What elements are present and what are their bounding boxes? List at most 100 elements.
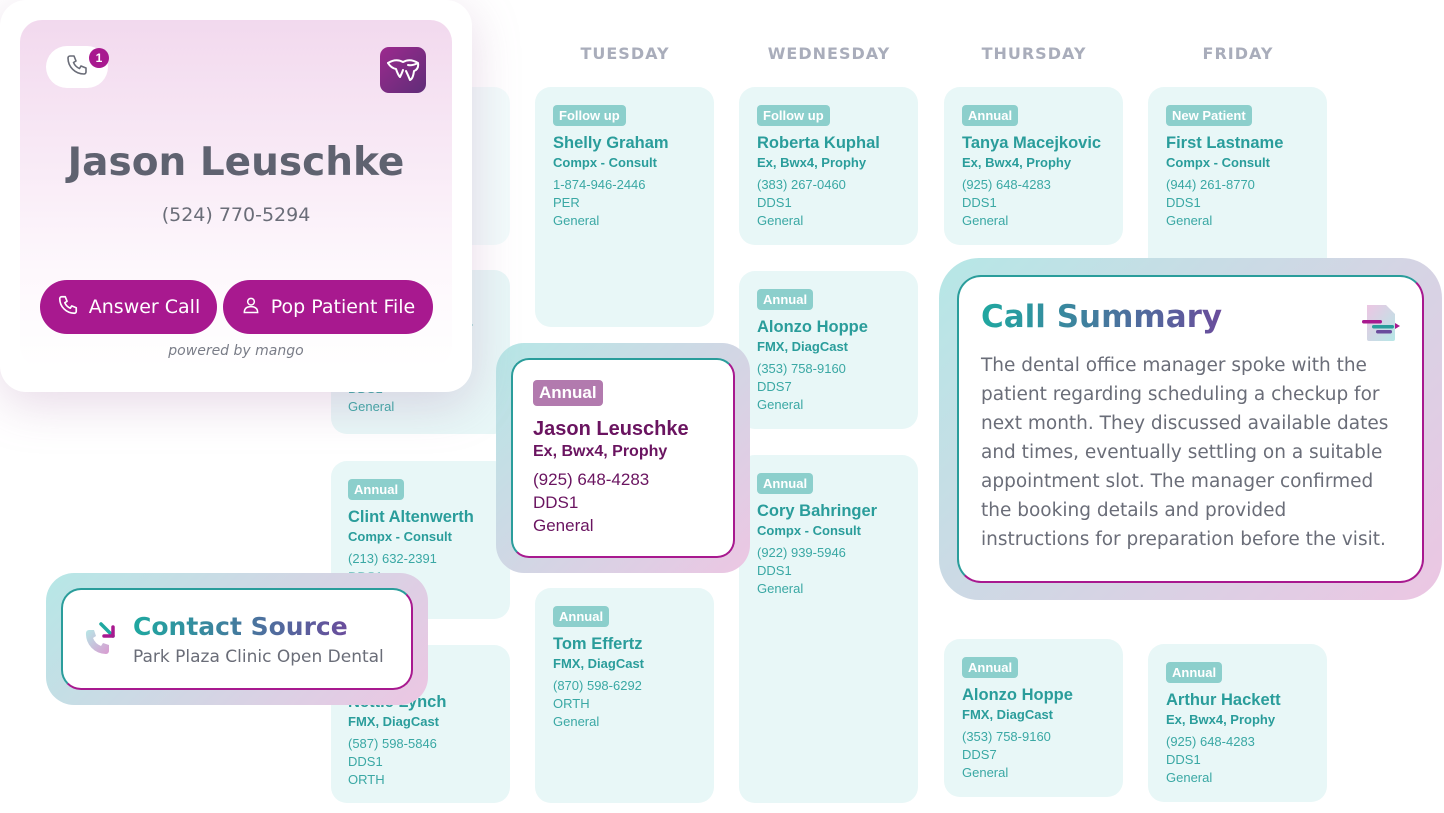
phone-icon (65, 53, 89, 82)
appointment-phone: 1-874-946-2446 (553, 177, 646, 192)
appointment-provider: DDS1 (533, 493, 579, 512)
appointment-type: General (757, 397, 804, 412)
powered-by-text: powered by mango (168, 343, 304, 359)
appointment-phone: (925) 648-4283 (962, 177, 1051, 192)
contact-source-card: Contact Source Park Plaza Clinic Open De… (61, 588, 413, 690)
appointment-procedure: Compx - Consult (348, 529, 452, 544)
appointment-procedure: FMX, DiagCast (962, 707, 1054, 722)
appointment-type: General (962, 765, 1009, 780)
answer-call-button[interactable]: Answer Call (40, 280, 217, 334)
appointment-name: Alonzo Hoppe (757, 318, 868, 336)
appointment-phone: (353) 758-9160 (757, 361, 846, 376)
tooth-logo-icon (380, 47, 426, 93)
appointment-name: Tanya Macejkovic (962, 134, 1102, 152)
appointment-phone: (353) 758-9160 (962, 729, 1051, 744)
appointment-badge: Annual (962, 105, 1019, 126)
appointment-card[interactable]: New Patient First Lastname Compx - Consu… (1148, 87, 1327, 277)
appointment-procedure: Compx - Consult (757, 523, 861, 538)
appointment-badge: Annual (553, 606, 610, 627)
incoming-call-icon (83, 620, 119, 658)
appointment-type: General (533, 516, 594, 535)
appointment-card[interactable]: Annual Tanya Macejkovic Ex, Bwx4, Prophy… (944, 87, 1123, 245)
phone-icon (57, 294, 79, 321)
appointment-name: First Lastname (1166, 134, 1284, 152)
appointment-name: Tom Effertz (553, 635, 643, 653)
appointment-procedure: Ex, Bwx4, Prophy (1166, 712, 1276, 727)
appointment-provider: DDS1 (1166, 195, 1201, 210)
appointment-name: Cory Bahringer (757, 502, 878, 520)
appointment-type: General (962, 213, 1009, 228)
appointment-badge: Annual (757, 473, 814, 494)
appointment-name: Jason Leuschke (533, 418, 689, 440)
appointment-card[interactable]: Follow up Shelly Graham Compx - Consult … (535, 87, 714, 327)
appointment-card[interactable]: Annual Cory Bahringer Compx - Consult (9… (739, 455, 918, 803)
appointment-procedure: Compx - Consult (1166, 155, 1270, 170)
appointment-phone: (925) 648-4283 (1166, 734, 1255, 749)
appointment-phone: (383) 267-0460 (757, 177, 846, 192)
appointment-procedure: FMX, DiagCast (757, 339, 849, 354)
call-summary-card: Call Summary The dental office manager s… (957, 275, 1424, 583)
day-header-tuesday: TUESDAY (580, 44, 670, 63)
pop-patient-file-button[interactable]: Pop Patient File (223, 280, 433, 334)
appointment-name: Roberta Kuphal (757, 134, 880, 152)
answer-call-label: Answer Call (88, 296, 201, 318)
appointment-badge: Annual (1166, 662, 1223, 683)
appointment-phone: (587) 598-5846 (348, 736, 437, 751)
appointment-badge: Annual (962, 657, 1019, 678)
appointment-provider: DDS7 (757, 379, 792, 394)
appointment-provider: DDS1 (757, 563, 792, 578)
appointment-card[interactable]: Annual Tom Effertz FMX, DiagCast (870) 5… (535, 588, 714, 803)
contact-source-subtitle: Park Plaza Clinic Open Dental (133, 647, 384, 667)
appointment-badge: Follow up (553, 105, 626, 126)
appointment-name: Alonzo Hoppe (962, 686, 1073, 704)
appointment-type: General (348, 399, 395, 414)
appointment-provider: DDS1 (348, 754, 383, 769)
appointment-name: Shelly Graham (553, 134, 669, 152)
document-icon (1362, 303, 1400, 343)
appointment-card[interactable]: Annual Alonzo Hoppe FMX, DiagCast (353) … (739, 271, 918, 429)
notification-badge: 1 (89, 48, 109, 68)
appointment-procedure: Ex, Bwx4, Prophy (757, 155, 867, 170)
appointment-provider: DDS7 (962, 747, 997, 762)
appointment-provider: PER (553, 195, 580, 210)
appointment-phone: (922) 939-5946 (757, 545, 846, 560)
incoming-call-popup: 1 Jason Leuschke (524) 770-5294 Answer C… (20, 20, 452, 368)
appointment-type: ORTH (348, 772, 385, 787)
appointment-procedure: Compx - Consult (553, 155, 657, 170)
appointment-procedure: Ex, Bwx4, Prophy (962, 155, 1072, 170)
appointment-badge: Follow up (757, 105, 830, 126)
appointment-badge: Annual (757, 289, 814, 310)
caller-name: Jason Leuschke (67, 140, 405, 185)
appointment-name: Clint Altenwerth (348, 508, 474, 526)
appointment-phone: (870) 598-6292 (553, 678, 642, 693)
appointment-provider: DDS1 (1166, 752, 1201, 767)
appointment-procedure: Ex, Bwx4, Prophy (533, 443, 668, 460)
highlighted-appointment-card[interactable]: Annual Jason Leuschke Ex, Bwx4, Prophy (… (511, 358, 735, 558)
day-header-wednesday: WEDNESDAY (767, 44, 891, 63)
day-header-thursday: THURSDAY (981, 44, 1087, 63)
day-header-friday: FRIDAY (1202, 44, 1274, 63)
appointment-phone: (213) 632-2391 (348, 551, 437, 566)
caller-phone: (524) 770-5294 (161, 204, 311, 226)
call-summary-text: The dental office manager spoke with the… (981, 355, 1389, 550)
appointment-type: General (553, 714, 600, 729)
appointment-type: General (1166, 770, 1213, 785)
appointment-phone: (944) 261-8770 (1166, 177, 1255, 192)
pop-patient-file-label: Pop Patient File (270, 296, 416, 318)
appointment-provider: ORTH (553, 696, 590, 711)
appointment-phone: (925) 648-4283 (533, 470, 650, 489)
appointment-card[interactable]: Annual Arthur Hackett Ex, Bwx4, Prophy (… (1148, 644, 1327, 802)
appointment-type: General (757, 213, 804, 228)
appointment-badge: Annual (533, 380, 603, 406)
user-icon (241, 295, 261, 320)
appointment-card[interactable]: Follow up Roberta Kuphal Ex, Bwx4, Proph… (739, 87, 918, 245)
appointment-name: Arthur Hackett (1166, 691, 1281, 709)
contact-source-title: Contact Source (133, 612, 348, 641)
appointment-provider: DDS1 (757, 195, 792, 210)
appointment-type: General (1166, 213, 1213, 228)
appointment-card[interactable]: Annual Alonzo Hoppe FMX, DiagCast (353) … (944, 639, 1123, 797)
appointment-type: General (757, 581, 804, 596)
appointment-procedure: FMX, DiagCast (348, 714, 440, 729)
appointment-badge: Annual (348, 479, 405, 500)
appointment-provider: DDS1 (962, 195, 997, 210)
